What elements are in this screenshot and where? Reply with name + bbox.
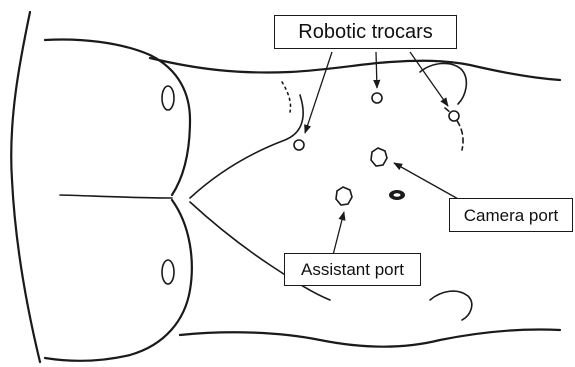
right-shoulder-upper [420,63,466,104]
arrow-robotic-left [305,52,332,133]
dotted-contour [282,82,291,112]
abdomen-bottom-outline [180,329,560,346]
robotic-trocars-label: Robotic trocars [274,15,457,49]
arrow-robotic-center [376,52,377,88]
leg-crease [60,195,172,198]
arrow-assistant-port [333,212,344,255]
lower-knee-mark [162,260,174,284]
umbilicus-inner [394,193,401,197]
right-shoulder-lower [430,291,472,320]
abdomen-top-outline [150,58,560,80]
assistant-port-label: Assistant port [284,253,421,286]
assistant-port [336,187,352,205]
robotic-trocar-left [294,140,304,150]
robotic-trocar-right [449,111,459,121]
groin-fold [190,95,303,198]
body-outline-left [11,12,40,362]
robotic-trocar-center [372,93,382,103]
camera-port-label: Camera port [449,198,573,232]
upper-knee-mark [162,86,174,110]
lower-leg-outline [45,200,192,361]
camera-port [371,148,387,166]
